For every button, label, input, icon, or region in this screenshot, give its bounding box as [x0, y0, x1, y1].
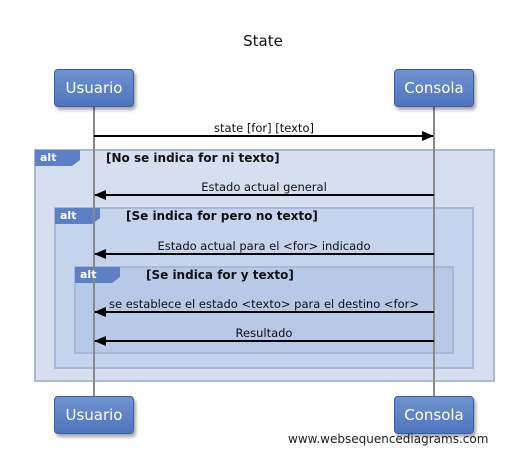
message-label-1: state [for] [texto]: [214, 121, 314, 135]
alt-condition-3: [Se indica for y texto]: [146, 268, 294, 282]
footer-watermark: www.websequencediagrams.com: [288, 432, 489, 446]
alt-tag-2: alt: [60, 209, 77, 222]
participant-consola-top: Consola: [394, 69, 474, 107]
participant-consola-bottom: Consola: [394, 396, 474, 434]
participant-usuario-bottom: Usuario: [54, 396, 134, 434]
message-label-3: Estado actual para el <for> indicado: [157, 239, 371, 253]
diagram-title: State: [243, 32, 283, 50]
message-label-4: se establece el estado <texto> para el d…: [108, 297, 420, 311]
message-label-5: Resultado: [235, 326, 293, 340]
alt-condition-1: [No se indica for ni texto]: [106, 151, 280, 165]
participant-usuario-top: Usuario: [54, 69, 134, 107]
alt-frame-3: [74, 266, 454, 354]
alt-tag-2-shape: [55, 208, 100, 224]
alt-tag-1: alt: [40, 151, 57, 164]
message-label-2: Estado actual general: [201, 180, 327, 194]
alt-tag-3-shape: [75, 267, 120, 283]
alt-condition-2: [Se indica for pero no texto]: [126, 209, 318, 223]
alt-tag-1-shape: [35, 150, 80, 166]
alt-tag-3: alt: [80, 268, 97, 281]
